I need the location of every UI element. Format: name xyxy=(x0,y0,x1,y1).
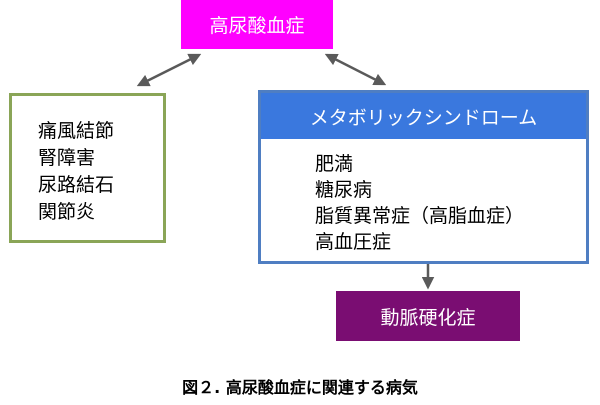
metabolic-syndrome-title: メタボリックシンドローム xyxy=(309,106,538,129)
arrow-hyperuricemia-complications xyxy=(136,53,202,87)
list-item: 尿路結石 xyxy=(38,174,115,196)
list-item: 高血圧症 xyxy=(315,231,392,253)
arrow-hyperuricemia-metabolic xyxy=(324,53,387,86)
list-item: 痛風結節 xyxy=(38,120,115,142)
complications-list: 痛風結節 腎障害 尿路結石 関節炎 xyxy=(38,118,163,226)
list-item: 脂質異常症（高脂血症） xyxy=(315,205,525,227)
atherosclerosis-node: 動脈硬化症 xyxy=(336,291,520,341)
atherosclerosis-label: 動脈硬化症 xyxy=(380,306,476,329)
figure-caption: 図２. 高尿酸血症に関連する病気 xyxy=(182,378,418,397)
complications-node: 痛風結節 腎障害 尿路結石 関節炎 xyxy=(9,93,166,243)
hyperuricemia-label: 高尿酸血症 xyxy=(209,15,305,37)
metabolic-syndrome-header: メタボリックシンドローム xyxy=(261,93,586,139)
list-item: 関節炎 xyxy=(38,201,96,223)
list-item: 腎障害 xyxy=(38,147,96,169)
list-item: 糖尿病 xyxy=(315,179,373,201)
hyperuricemia-node: 高尿酸血症 xyxy=(181,0,333,49)
list-item: 肥満 xyxy=(315,153,354,175)
metabolic-syndrome-node: メタボリックシンドローム 肥満 糖尿病 脂質異常症（高脂血症） 高血圧症 xyxy=(258,90,589,264)
metabolic-syndrome-list: 肥満 糖尿病 脂質異常症（高脂血症） 高血圧症 xyxy=(315,151,524,255)
